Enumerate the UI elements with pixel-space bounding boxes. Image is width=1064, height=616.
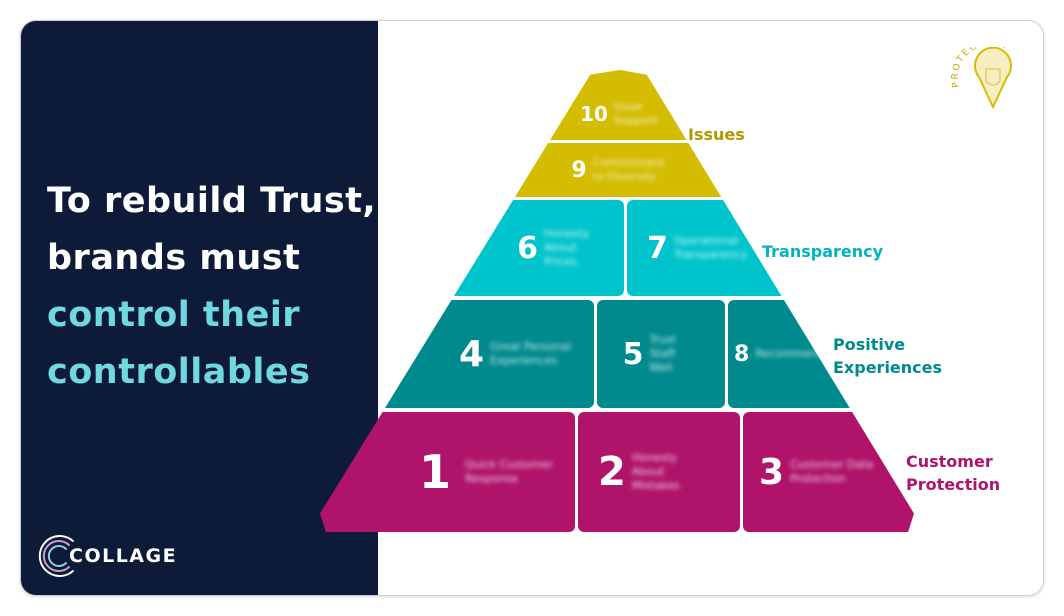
cell-number: 8 (734, 341, 750, 367)
headline-highlight: controllables (47, 352, 311, 392)
cell-label: Quick Customer Response (465, 458, 554, 485)
cell-number: 1 (418, 445, 451, 499)
cell-label: Great Personal Experiences (490, 340, 571, 367)
cell-label: Commitment to Diversity (592, 156, 665, 183)
shield-pin-icon (974, 47, 1012, 110)
headline-line: To rebuild Trust, (47, 181, 377, 221)
collage-logo: COLLAGE (37, 533, 177, 579)
cell-number: 4 (458, 333, 484, 375)
cell-label: Honesty About Mistakes (631, 451, 680, 492)
collage-logo-icon (38, 535, 74, 577)
cell-label: Issue Support (613, 100, 658, 127)
headline: To rebuild Trust, brands must control th… (47, 173, 376, 401)
cell-number: 5 (622, 336, 644, 372)
left-panel: To rebuild Trust, brands must control th… (21, 21, 378, 595)
cell-label: Operational Transparency (673, 234, 748, 261)
cell-number: 6 (517, 230, 538, 266)
cell-label: Trust Staff Well (649, 333, 677, 374)
cell-number: 10 (580, 102, 608, 126)
headline-highlight: control their (47, 295, 301, 335)
protect-me-badge: PROTECT ME (951, 47, 1012, 110)
slide: To rebuild Trust, brands must control th… (20, 20, 1044, 596)
cell-number: 2 (598, 449, 626, 495)
logo-text: COLLAGE (69, 545, 178, 567)
cell-number: 9 (571, 157, 587, 183)
cell-label: Recommendations (755, 347, 858, 360)
cell-number: 3 (759, 451, 785, 493)
tier-label-positive-experiences: Positive Experiences (833, 335, 943, 377)
cell-label: Customer Data Protection (790, 458, 874, 485)
headline-line: brands must (47, 238, 301, 278)
tier-label-transparency: Transparency (762, 242, 884, 261)
cell-number: 7 (647, 230, 668, 266)
cell-label: Honesty About Prices (544, 227, 590, 268)
tier-label-issues: Issues (688, 125, 745, 144)
tier-label-customer-protection: Customer Protection (906, 452, 1001, 494)
